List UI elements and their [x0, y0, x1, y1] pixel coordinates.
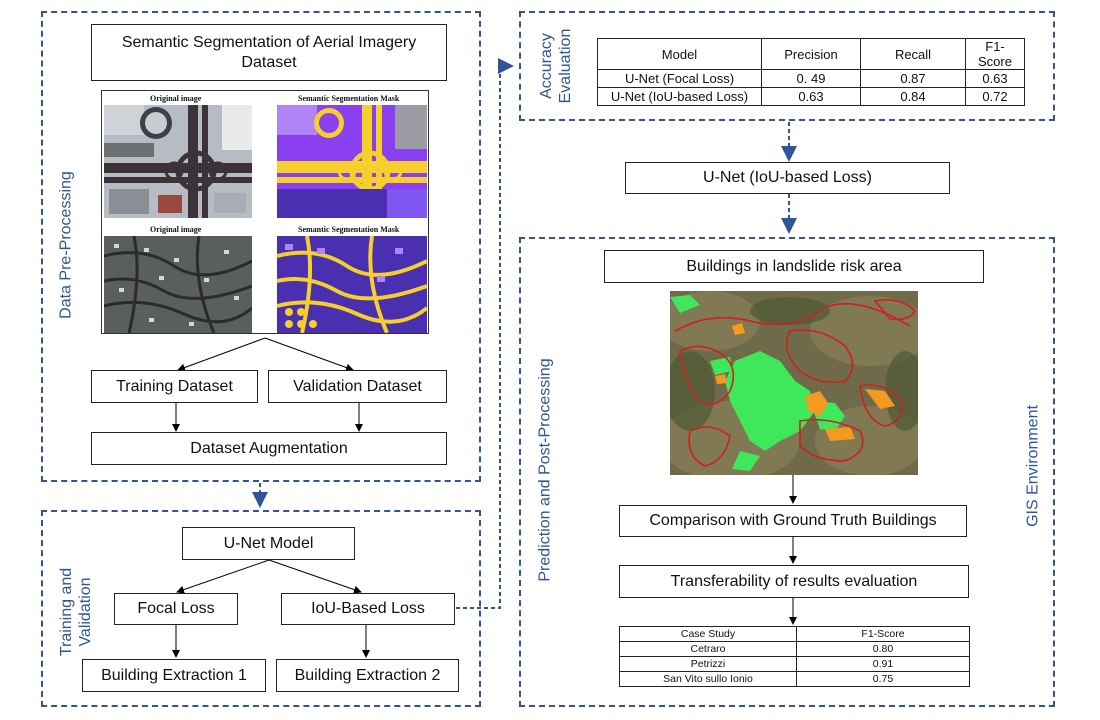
table-row: San Vito sullo Ionio 0.75 [619, 671, 970, 687]
mask-image-2 [277, 236, 427, 333]
sample-images-panel: Original image Semantic Segmentation Mas… [101, 90, 429, 334]
focal-loss-box: Focal Loss [114, 593, 238, 625]
training-dataset-box: Training Dataset [91, 370, 258, 403]
prediction-label: Prediction and Post-Processing [536, 358, 554, 582]
row-recall: 0.87 [860, 69, 966, 88]
iou-loss-box: IoU-Based Loss [281, 593, 455, 625]
building-extraction-2-label: Building Extraction 2 [294, 666, 441, 684]
building-extraction-2-box: Building Extraction 2 [276, 659, 459, 692]
row-precision: 0.63 [761, 87, 861, 106]
arrow-to-validation [264, 337, 354, 372]
table-row: U-Net (Focal Loss) 0. 49 0.87 0.63 [597, 69, 1025, 88]
preprocessing-label: Data Pre-Processing [57, 171, 75, 319]
focal-loss-label: Focal Loss [137, 600, 215, 617]
dataset-augmentation-label: Dataset Augmentation [190, 439, 348, 457]
case-name: Petrizzi [619, 656, 797, 672]
training-label-line2: Validation [77, 577, 94, 647]
risk-area-box: Buildings in landslide risk area [604, 250, 984, 283]
row-f1: 0.72 [965, 87, 1025, 106]
original-image-label-1: Original image [150, 94, 202, 103]
case-study-table: Case Study F1-Score Cetraro 0.80 Petrizz… [619, 626, 970, 687]
header-recall: Recall [860, 38, 966, 70]
accuracy-table: Model Precision Recall F1-Score U-Net (F… [597, 38, 1025, 106]
header-case-f1: F1-Score [796, 626, 970, 642]
accuracy-label: Accuracy Evaluation [537, 29, 575, 104]
arrow-training-to-accuracy [456, 58, 514, 609]
mask-label-1: Semantic Segmentation Mask [298, 94, 400, 103]
original-image-1 [104, 105, 252, 218]
prediction-section [519, 237, 1055, 707]
dataset-title-box: Semantic Segmentation of Aerial Imagery … [91, 24, 447, 81]
gis-environment-label: GIS Environment [1024, 405, 1042, 527]
table-row: Cetraro 0.80 [619, 641, 970, 657]
case-f1: 0.75 [796, 671, 970, 687]
mask-label-2: Semantic Segmentation Mask [298, 225, 400, 234]
accuracy-table-header: Model Precision Recall F1-Score [597, 38, 1025, 70]
header-f1: F1-Score [965, 38, 1025, 70]
case-study-header: Case Study F1-Score [619, 626, 970, 642]
table-row: Petrizzi 0.91 [619, 656, 970, 672]
dataset-title: Semantic Segmentation of Aerial Imagery … [121, 33, 417, 71]
risk-area-label: Buildings in landslide risk area [686, 257, 902, 275]
row-precision: 0. 49 [761, 69, 861, 88]
arrow-to-focal [176, 559, 270, 594]
mask-image-1 [277, 105, 427, 218]
original-image-label-2: Original image [150, 225, 202, 234]
training-label: Training and Validation [57, 568, 95, 656]
original-image-2 [104, 236, 252, 333]
transferability-box: Transferability of results evaluation [619, 565, 969, 598]
table-row: U-Net (IoU-based Loss) 0.63 0.84 0.72 [597, 87, 1025, 106]
header-case-study: Case Study [619, 626, 797, 642]
unet-model-label: U-Net Model [223, 534, 314, 552]
validation-dataset-label: Validation Dataset [293, 377, 422, 395]
building-extraction-1-label: Building Extraction 1 [101, 666, 247, 684]
dataset-augmentation-box: Dataset Augmentation [91, 432, 447, 465]
header-precision: Precision [761, 38, 861, 70]
case-f1: 0.91 [796, 656, 970, 672]
comparison-box: Comparison with Ground Truth Buildings [619, 505, 967, 537]
case-name: Cetraro [619, 641, 797, 657]
training-label-line1: Training and [57, 567, 75, 657]
row-model: U-Net (IoU-based Loss) [597, 87, 762, 106]
selected-model-label: U-Net (IoU-based Loss) [703, 169, 872, 186]
preprocessing-section [41, 11, 481, 482]
validation-dataset-box: Validation Dataset [268, 370, 447, 403]
case-name: San Vito sullo Ionio [619, 671, 797, 687]
training-dataset-label: Training Dataset [116, 377, 233, 395]
accuracy-section [519, 11, 1055, 121]
transferability-label: Transferability of results evaluation [670, 572, 918, 590]
unet-model-box: U-Net Model [182, 527, 355, 560]
accuracy-label-line1: Accuracy [537, 33, 555, 99]
comparison-label: Comparison with Ground Truth Buildings [649, 512, 937, 529]
row-f1: 0.63 [965, 69, 1025, 88]
iou-loss-label: IoU-Based Loss [311, 600, 425, 617]
header-model: Model [597, 38, 762, 70]
case-f1: 0.80 [796, 641, 970, 657]
selected-model-box: U-Net (IoU-based Loss) [625, 162, 950, 194]
row-recall: 0.84 [860, 87, 966, 106]
arrow-to-iou [268, 559, 362, 594]
arrow-to-training [177, 337, 266, 372]
building-extraction-1-box: Building Extraction 1 [82, 659, 266, 692]
row-model: U-Net (Focal Loss) [597, 69, 762, 88]
gis-risk-map [670, 291, 918, 475]
accuracy-label-line2: Evaluation [557, 28, 574, 104]
